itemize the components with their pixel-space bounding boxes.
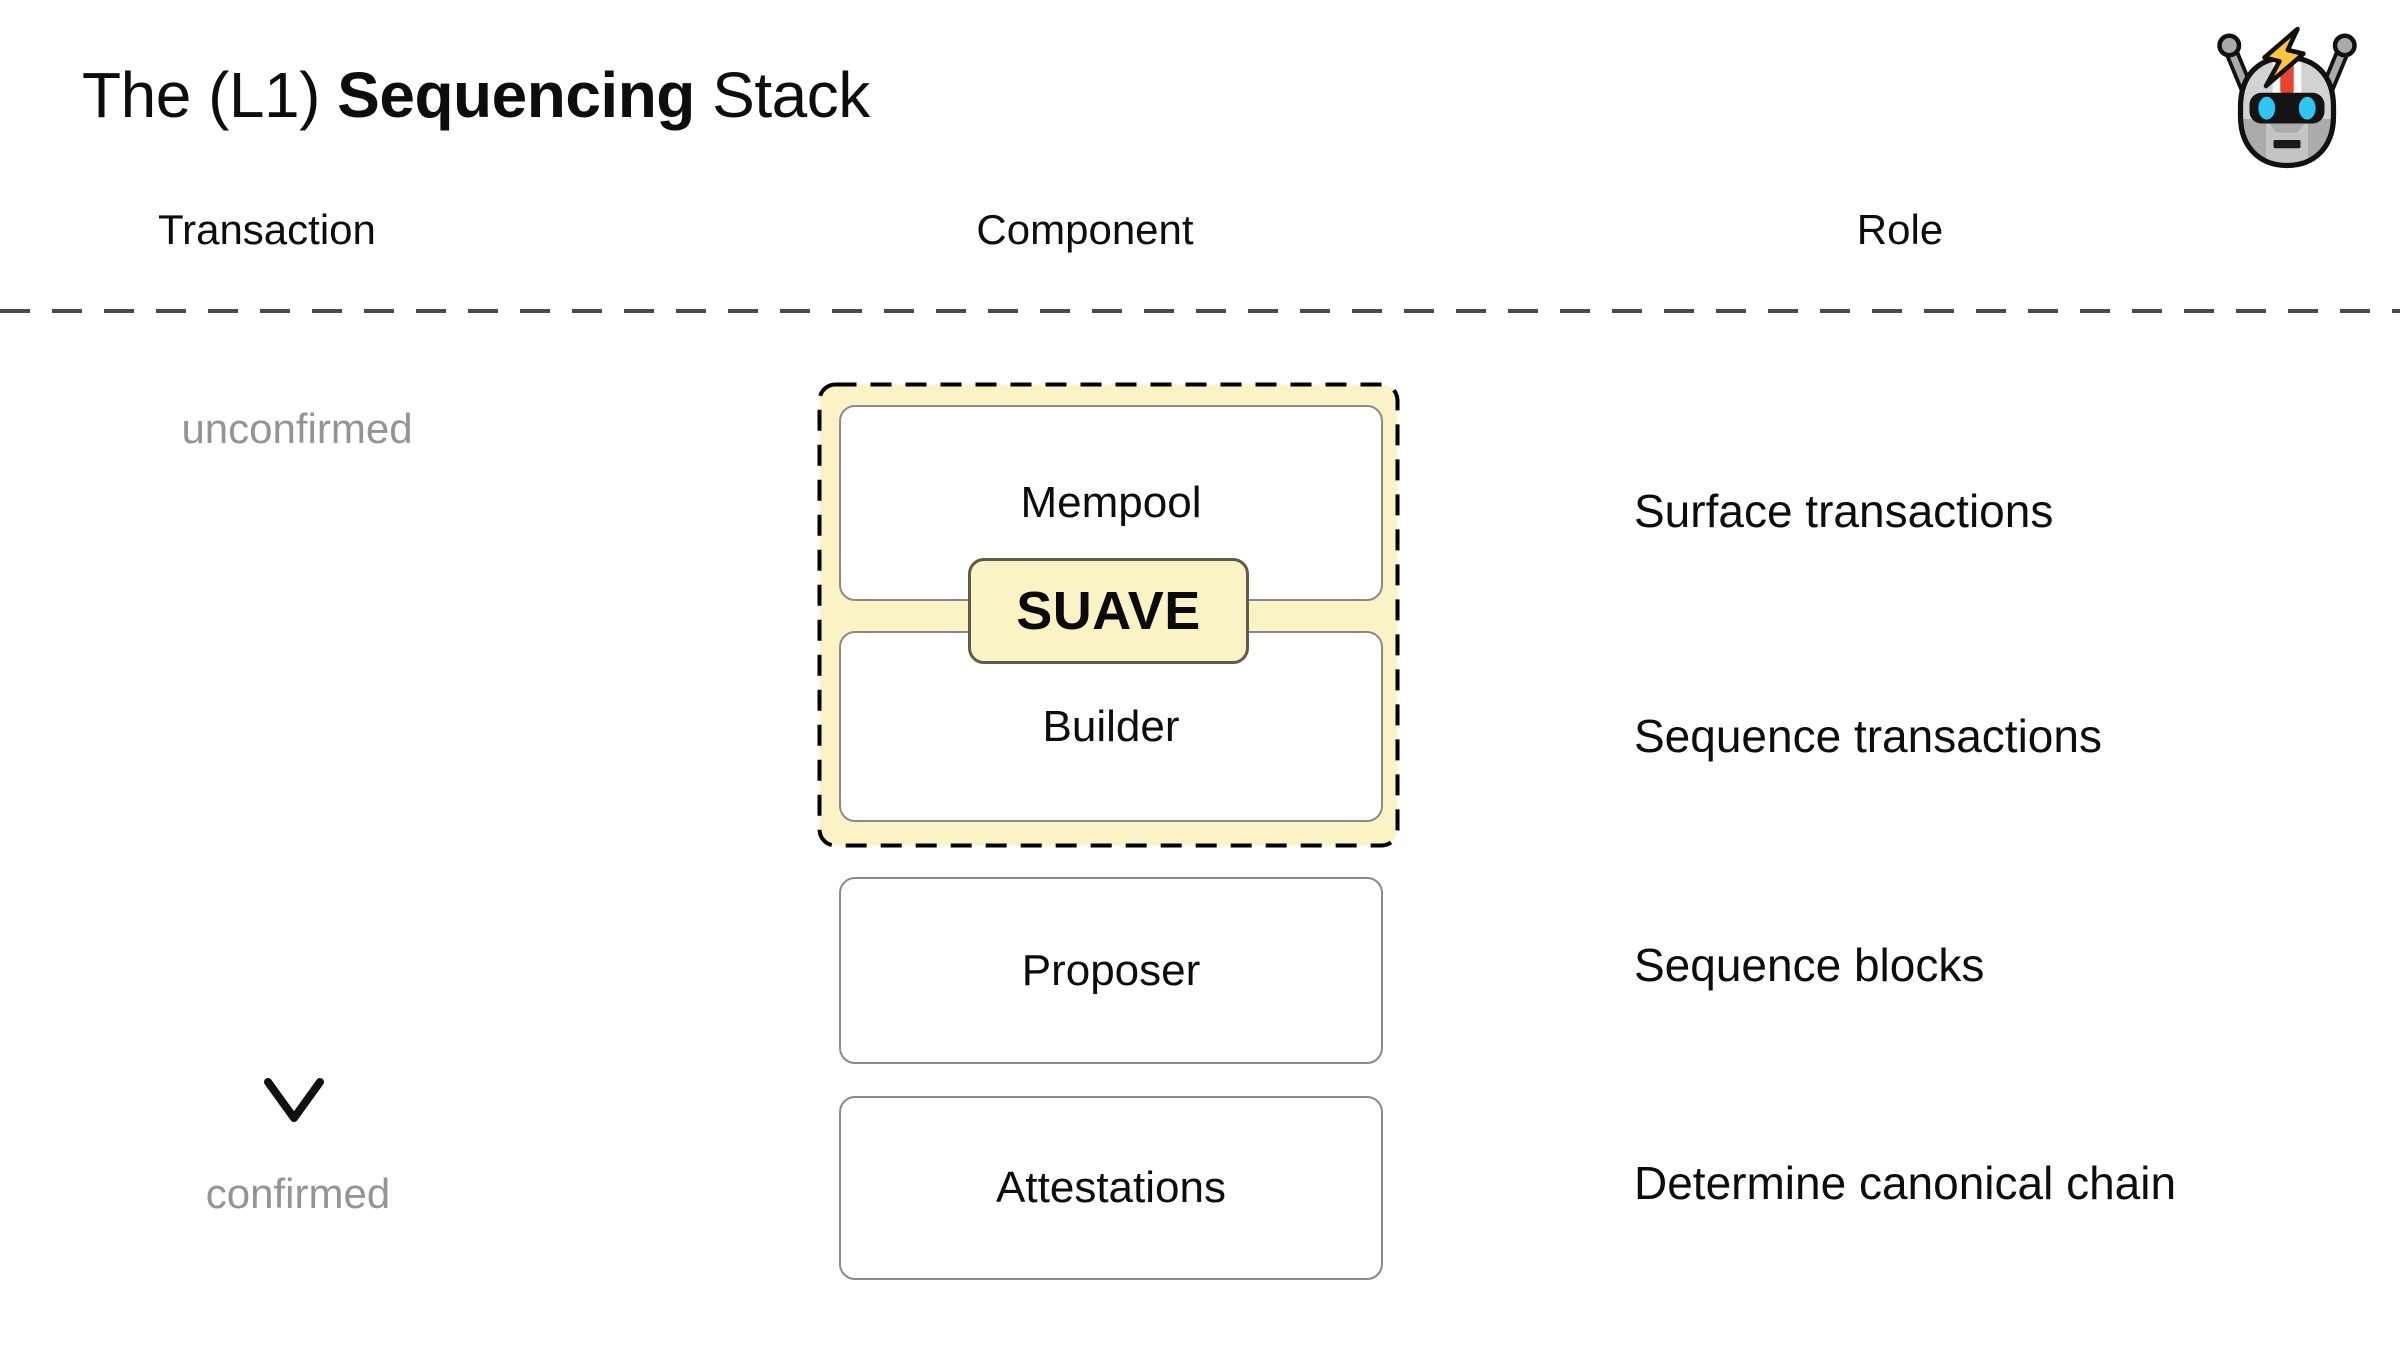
column-header-role: Role	[1856, 206, 1944, 253]
role-label-determine-canonical-chain: Determine canonical chain	[1634, 1157, 2177, 1209]
role-label-sequence-transactions: Sequence transactions	[1634, 710, 2102, 762]
suave-badge-label: SUAVE	[1016, 581, 1201, 641]
robot-lightning-icon	[2212, 26, 2362, 176]
component-label: Proposer	[1021, 945, 1201, 995]
component-box-attestations: Attestations	[839, 1096, 1383, 1280]
component-label: Mempool	[1020, 478, 1202, 527]
suave-badge: SUAVE	[968, 558, 1249, 664]
title-emphasis: Sequencing	[337, 59, 695, 131]
column-header-component: Component	[976, 206, 1194, 253]
column-header-transaction: Transaction	[158, 206, 376, 253]
component-label: Builder	[1042, 701, 1180, 751]
page-title: The (L1) Sequencing Stack	[82, 58, 870, 132]
dashed-divider	[0, 309, 2400, 313]
down-arrow-icon	[264, 478, 324, 1122]
component-label: Attestations	[996, 1163, 1226, 1212]
role-label-sequence-blocks: Sequence blocks	[1634, 939, 1985, 991]
flow-label-confirmed: confirmed	[205, 1170, 391, 1217]
title-suffix: Stack	[694, 59, 870, 131]
title-prefix: The (L1)	[82, 59, 338, 131]
suave-container: Mempool Builder SUAVE	[817, 382, 1400, 848]
flow-label-unconfirmed: unconfirmed	[181, 405, 413, 452]
role-label-surface-transactions: Surface transactions	[1634, 485, 2054, 537]
component-box-proposer: Proposer	[839, 877, 1383, 1064]
